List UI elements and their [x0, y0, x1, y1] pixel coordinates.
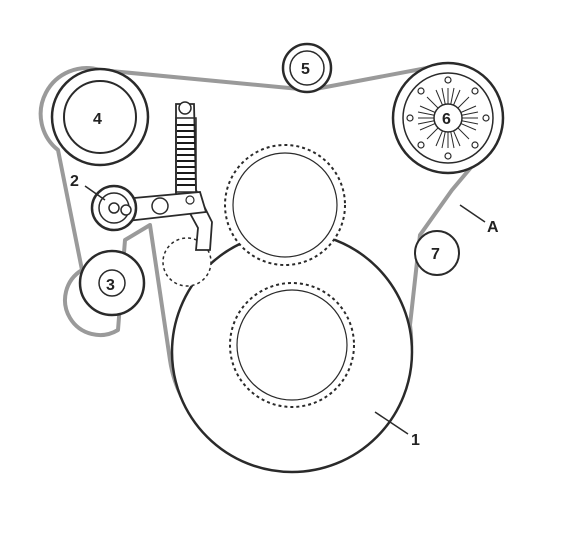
pulley-2-tensioner: [90, 184, 138, 232]
label-5: 5: [301, 61, 310, 78]
label-1: 1: [411, 432, 420, 449]
leader-1: [374, 411, 409, 435]
pulley-5: [281, 42, 333, 94]
leader-lines: [84, 185, 486, 435]
pulley-6-fan: [391, 61, 505, 175]
label-7: 7: [431, 246, 440, 263]
label-2: 2: [70, 173, 79, 190]
pulley-7: [414, 230, 460, 276]
label-4: 4: [93, 111, 102, 128]
hidden-pulley-upper: [224, 144, 346, 266]
pulley-3: [78, 249, 146, 317]
tensioner-spring: [177, 124, 195, 186]
pulley-1-crankshaft: [170, 230, 414, 474]
label-6: 6: [442, 111, 451, 128]
label-A: A: [487, 219, 499, 236]
leader-A: [459, 204, 486, 223]
pulley-4: [50, 67, 150, 167]
fan-bolts: [406, 76, 490, 160]
leader-2: [84, 185, 106, 201]
label-3: 3: [106, 277, 115, 294]
